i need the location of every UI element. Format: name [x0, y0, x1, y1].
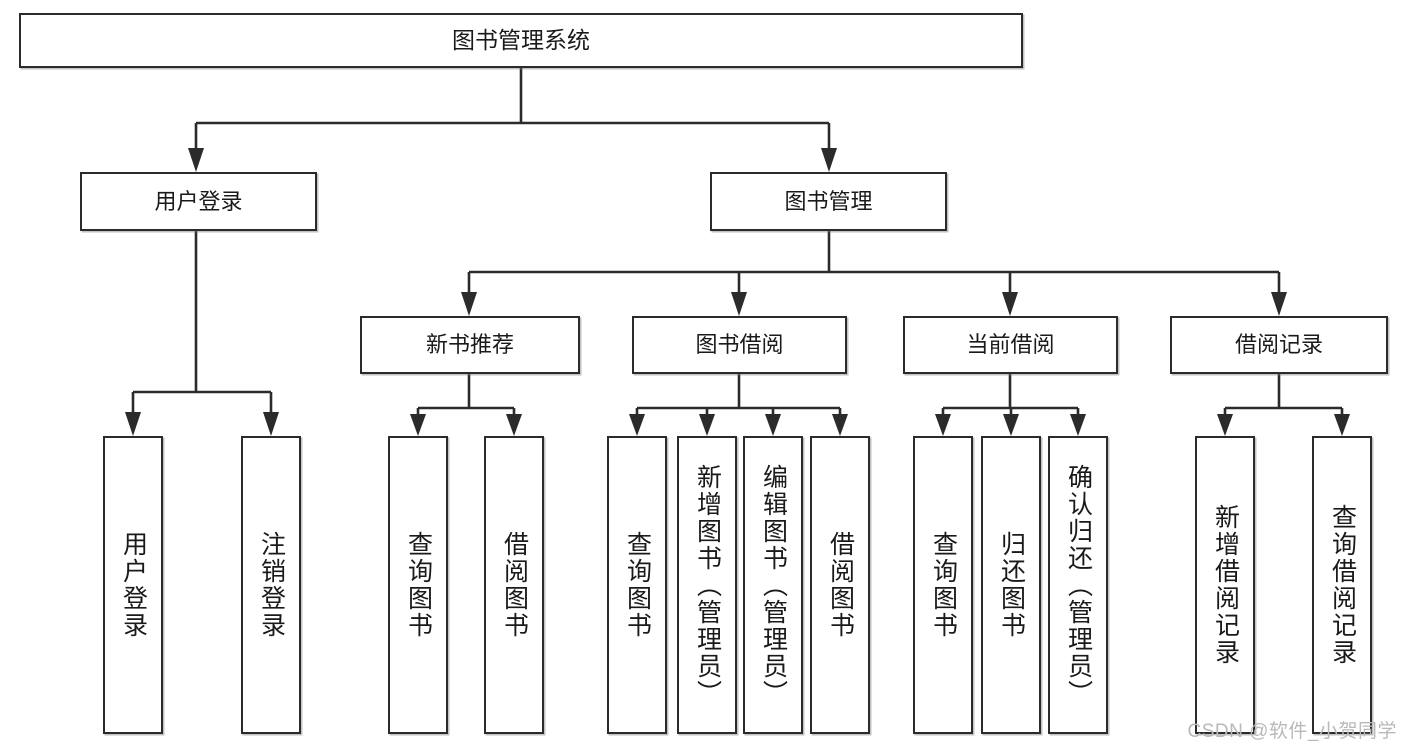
node-leaf-return-book[interactable]: 归还图书 — [981, 436, 1041, 734]
node-leaf-logout[interactable]: 注销登录 — [241, 436, 301, 734]
arrowhead-current-borrow — [1002, 292, 1018, 316]
node-label: 查询图书 — [929, 531, 958, 639]
node-label: 用户登录 — [154, 188, 243, 214]
arrowhead-leaf-borrow-book-2 — [832, 414, 848, 436]
node-leaf-add-record[interactable]: 新增借阅记录 — [1195, 436, 1255, 734]
arrowhead-new-book-rec — [461, 292, 477, 316]
arrowhead-book-manage — [821, 148, 837, 172]
arrowhead-leaf-logout — [263, 412, 279, 436]
arrowhead-leaf-add-record — [1217, 414, 1233, 436]
arrowhead-leaf-query-book-1 — [410, 414, 426, 436]
arrowhead-leaf-query-record — [1334, 414, 1350, 436]
node-leaf-query-record[interactable]: 查询借阅记录 — [1312, 436, 1372, 734]
node-new-book-recommend[interactable]: 新书推荐 — [360, 316, 580, 374]
node-label: 借阅记录 — [1234, 332, 1323, 358]
node-label: 查询图书 — [404, 531, 433, 639]
node-label: 确认归还（管理员） — [1064, 463, 1093, 707]
arrowhead-user-login — [188, 148, 204, 172]
node-label: 借阅图书 — [500, 531, 529, 639]
arrowhead-leaf-query-book-3 — [935, 414, 951, 436]
node-current-borrow[interactable]: 当前借阅 — [903, 316, 1118, 374]
arrowhead-leaf-return-book — [1003, 414, 1019, 436]
arrowhead-leaf-query-book-2 — [629, 414, 645, 436]
node-leaf-add-book[interactable]: 新增图书（管理员） — [677, 436, 737, 734]
node-borrow-record[interactable]: 借阅记录 — [1170, 316, 1388, 374]
node-label: 图书管理 — [784, 188, 873, 214]
node-label: 新增借阅记录 — [1211, 504, 1240, 666]
node-label: 图书借阅 — [695, 332, 784, 358]
node-leaf-query-book-2[interactable]: 查询图书 — [607, 436, 667, 734]
csdn-watermark: CSDN @软件_小贺同学 — [1187, 721, 1397, 742]
node-leaf-query-book-3[interactable]: 查询图书 — [913, 436, 973, 734]
node-label: 新增图书（管理员） — [693, 463, 722, 707]
arrowhead-leaf-add-book — [699, 414, 715, 436]
arrowhead-book-borrow — [731, 292, 747, 316]
arrowhead-leaf-borrow-book-1 — [506, 414, 522, 436]
node-label: 编辑图书（管理员） — [759, 463, 788, 707]
node-leaf-borrow-book-1[interactable]: 借阅图书 — [484, 436, 544, 734]
node-leaf-query-book-1[interactable]: 查询图书 — [388, 436, 448, 734]
node-label: 注销登录 — [257, 531, 286, 639]
node-leaf-user-login[interactable]: 用户登录 — [103, 436, 163, 734]
node-label: 借阅图书 — [826, 531, 855, 639]
node-leaf-edit-book[interactable]: 编辑图书（管理员） — [743, 436, 803, 734]
arrowhead-leaf-confirm-return — [1070, 414, 1086, 436]
node-label: 查询图书 — [623, 531, 652, 639]
arrowhead-leaf-edit-book — [765, 414, 781, 436]
node-label: 用户登录 — [119, 531, 148, 639]
arrowhead-borrow-record — [1271, 292, 1287, 316]
node-book-management[interactable]: 图书管理 — [710, 172, 947, 231]
node-label: 归还图书 — [997, 531, 1026, 639]
node-label: 查询借阅记录 — [1328, 504, 1357, 666]
node-leaf-confirm-return[interactable]: 确认归还（管理员） — [1048, 436, 1108, 734]
node-label: 当前借阅 — [966, 332, 1055, 358]
node-label: 图书管理系统 — [452, 26, 590, 53]
arrowhead-leaf-user-login — [125, 412, 141, 436]
node-book-management-system[interactable]: 图书管理系统 — [19, 13, 1023, 68]
node-user-login[interactable]: 用户登录 — [80, 172, 317, 231]
node-book-borrow[interactable]: 图书借阅 — [632, 316, 847, 374]
node-label: 新书推荐 — [425, 332, 514, 358]
node-leaf-borrow-book-2[interactable]: 借阅图书 — [810, 436, 870, 734]
